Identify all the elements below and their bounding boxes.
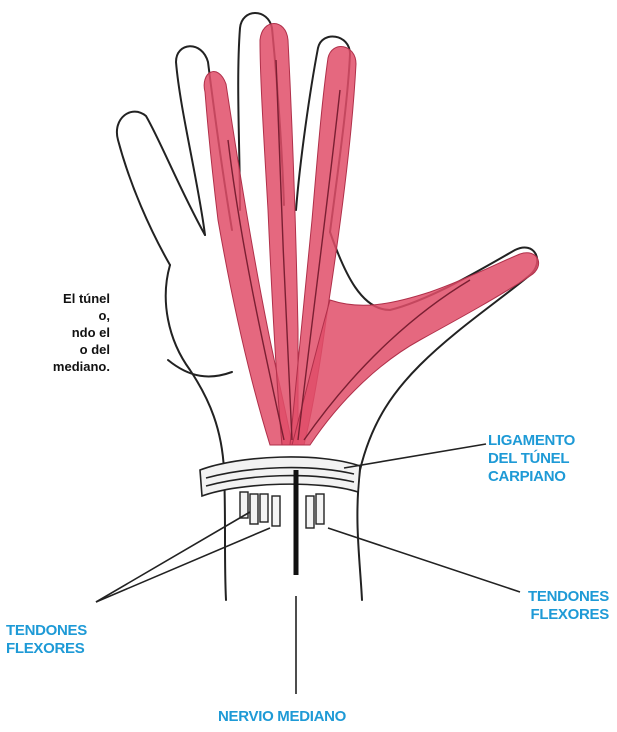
carpal-ligament-label: LIGAMENTO DEL TÚNEL CARPIANO bbox=[488, 432, 575, 486]
median-nerve-label: NERVIO MEDIANO bbox=[218, 708, 346, 726]
tendon-bundle bbox=[240, 492, 324, 528]
flexor-tendon-overlay bbox=[204, 24, 538, 446]
caption-text: El túnel o, ndo el o del mediano. bbox=[0, 290, 110, 375]
flexor-tendons-right-label: TENDONES FLEXORES bbox=[528, 588, 609, 624]
flexor-tendons-left-label: TENDONES FLEXORES bbox=[6, 622, 87, 658]
carpal-ligament bbox=[200, 457, 360, 496]
